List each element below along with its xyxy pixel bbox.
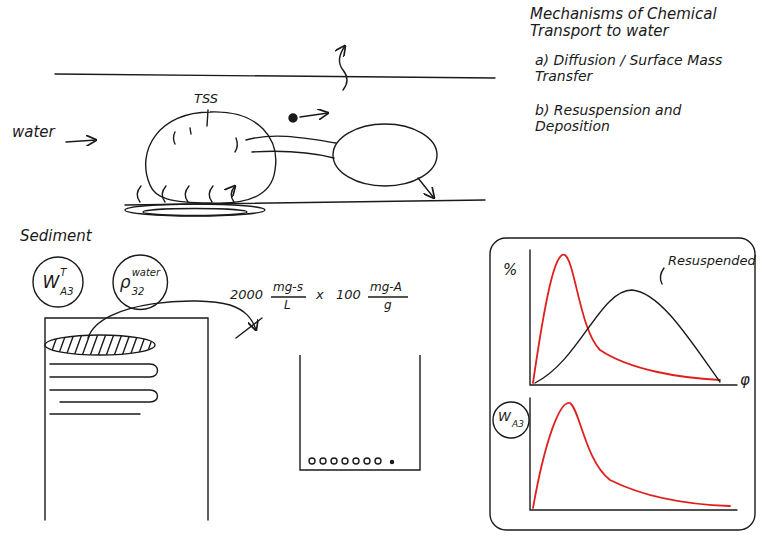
index-text: A3 xyxy=(60,286,73,298)
sediment-curve xyxy=(533,403,730,508)
settled-particle xyxy=(391,461,394,464)
unit: g xyxy=(384,299,392,313)
moved-particle xyxy=(333,124,437,186)
axis-label: φ xyxy=(740,372,750,389)
deposition-arrow xyxy=(418,178,434,198)
index-text: water xyxy=(132,267,161,279)
tss-leader xyxy=(207,110,208,126)
index-text: A3 xyxy=(512,419,524,429)
circle-outline xyxy=(493,402,529,438)
graph-axes xyxy=(530,250,737,385)
settled-particle xyxy=(375,458,381,464)
beaker xyxy=(300,355,420,470)
symbol: W xyxy=(42,273,59,293)
fraction-bar xyxy=(368,296,408,297)
settled-particle xyxy=(320,458,326,464)
operator: x xyxy=(316,288,324,303)
quantity: 100 xyxy=(336,288,361,303)
unit: mg-s xyxy=(273,281,303,295)
flow-label: water xyxy=(12,124,55,141)
fraction-bar xyxy=(271,296,306,297)
index-text: 32 xyxy=(132,286,145,298)
transfer-arc xyxy=(88,301,256,338)
deposit-layer xyxy=(143,209,247,216)
symbol: W xyxy=(498,410,511,425)
graph-axes xyxy=(530,398,737,510)
unit: L xyxy=(284,299,291,313)
index-text: T xyxy=(60,267,66,279)
variable-circle: WA3 xyxy=(492,401,530,439)
settled-particle xyxy=(353,458,359,464)
sediment-box xyxy=(45,318,208,520)
particle-label: TSS xyxy=(194,92,218,107)
circle-outline xyxy=(113,255,168,310)
settled-particle xyxy=(342,458,348,464)
circle-outline-layer xyxy=(492,401,530,439)
top-layer xyxy=(45,335,155,355)
chemical-dot xyxy=(289,114,297,122)
sediment-layers xyxy=(50,364,158,414)
resuspension-curls xyxy=(137,186,235,202)
volatilization-arrow xyxy=(339,46,347,90)
surface-mark xyxy=(236,318,262,338)
sediment-column xyxy=(45,301,262,520)
deposit-layer xyxy=(125,204,265,216)
settled-particle xyxy=(331,458,337,464)
settled-particle xyxy=(309,458,315,464)
list-item: b) Resuspension and Deposition xyxy=(535,102,715,134)
advection-arrow xyxy=(300,113,328,117)
region-label: Sediment xyxy=(20,228,92,245)
resuspended-curve xyxy=(535,290,720,383)
graph-panel xyxy=(490,238,755,530)
flow-arrow xyxy=(66,140,96,142)
symbol: ρ xyxy=(120,273,131,293)
settled-particle xyxy=(364,458,370,464)
circle-outline xyxy=(33,257,83,307)
variable-circle: ρwater 32 xyxy=(112,254,169,311)
water-column xyxy=(55,46,495,216)
unit: mg-A xyxy=(370,281,402,295)
particle-marks xyxy=(174,128,238,152)
size-distribution-graphs xyxy=(490,238,755,530)
suspended-curve xyxy=(533,255,720,383)
axis-label: % xyxy=(503,262,517,279)
variable-circle: WT A3 xyxy=(32,256,84,308)
heading-note: Mechanisms of Chemical Transport to wate… xyxy=(530,6,730,41)
leader-line xyxy=(660,268,664,284)
layer-hatching xyxy=(50,334,154,356)
list-item: a) Diffusion / Surface Mass Transfer xyxy=(535,52,750,84)
water-surface xyxy=(55,74,495,78)
beaker-outline xyxy=(300,355,420,470)
quantity: 2000 xyxy=(230,288,263,303)
curve-label: Resuspended xyxy=(668,254,756,269)
particle-trail xyxy=(246,136,336,158)
